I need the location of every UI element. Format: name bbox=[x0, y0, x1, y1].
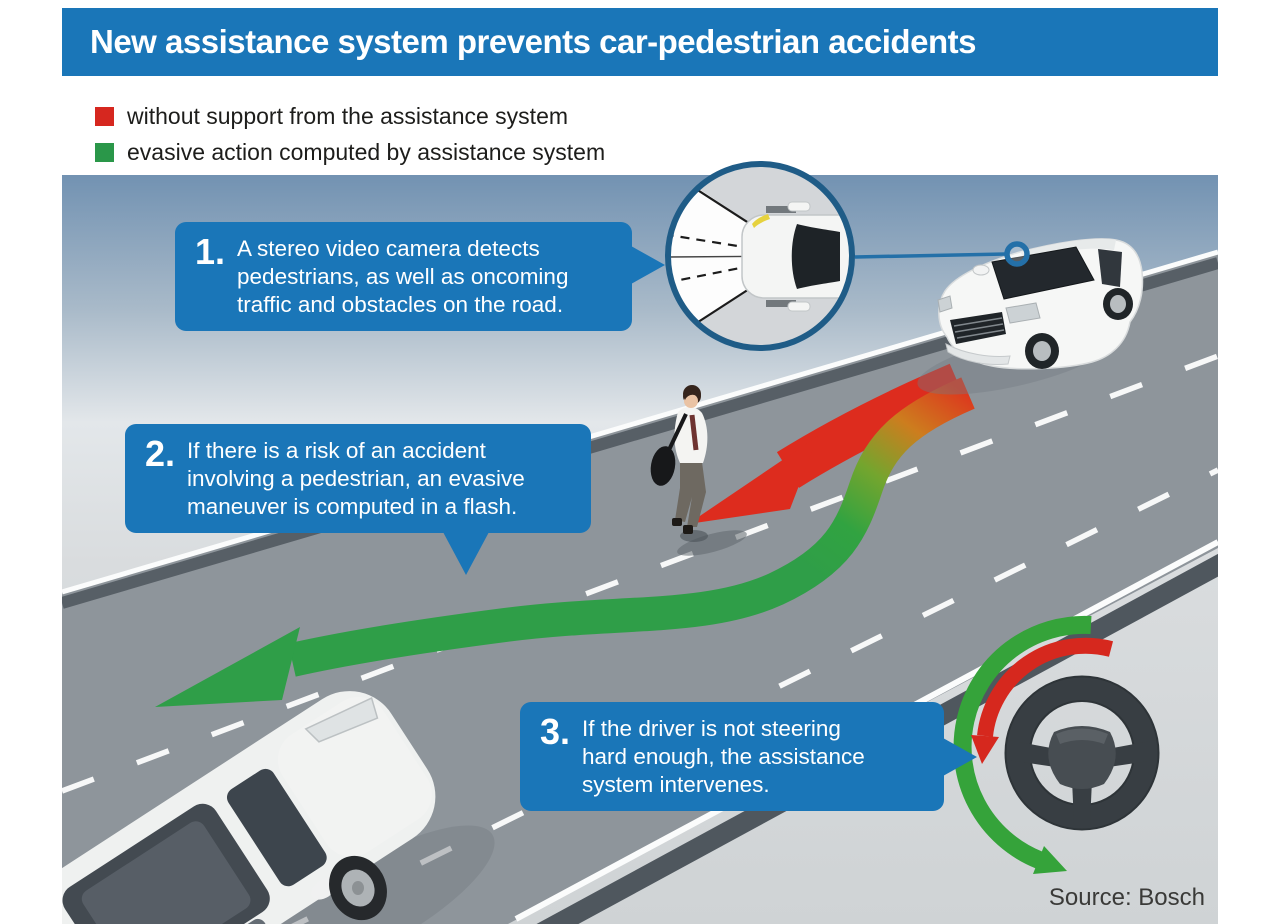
evasive-arrow bbox=[155, 377, 975, 707]
callout-number: 2. bbox=[145, 433, 176, 474]
steering-wheel bbox=[953, 615, 1160, 874]
camera-marker-icon bbox=[1004, 241, 1030, 267]
legend-item-evasive-action: evasive action computed by assistance sy… bbox=[95, 134, 605, 170]
pedestrian bbox=[650, 385, 747, 556]
red-swatch-icon bbox=[95, 106, 114, 126]
inset-car-top-view bbox=[741, 201, 852, 312]
callout-text: If there is a risk of an accident involv… bbox=[187, 438, 525, 519]
callout-step-1: 1. A stereo video camera detects pedestr… bbox=[175, 222, 665, 331]
legend-label: evasive action computed by assistance sy… bbox=[127, 138, 606, 165]
legend: without support from the assistance syst… bbox=[95, 98, 605, 170]
callout-number: 1. bbox=[195, 231, 226, 272]
oncoming-car bbox=[62, 691, 495, 924]
legend-item-without-support: without support from the assistance syst… bbox=[95, 98, 605, 134]
windshield bbox=[991, 246, 1095, 300]
legend-label: without support from the assistance syst… bbox=[127, 102, 569, 129]
callout-pointer bbox=[443, 532, 489, 575]
main-car bbox=[917, 238, 1144, 395]
steering-red-arrow-icon bbox=[977, 637, 1114, 738]
header-bar: New assistance system prevents car-pedes… bbox=[62, 8, 1218, 76]
inset-border bbox=[665, 161, 855, 351]
steering-green-arrow-icon bbox=[953, 615, 1092, 869]
connector-line bbox=[854, 252, 1007, 259]
callout-step-2: 2. If there is a risk of an accident inv… bbox=[125, 424, 591, 575]
callout-number: 3. bbox=[540, 711, 571, 752]
page-title: New assistance system prevents car-pedes… bbox=[90, 23, 976, 60]
callout-step-3: 3. If the driver is not steering hard en… bbox=[520, 702, 977, 811]
callout-pointer bbox=[631, 246, 665, 284]
green-swatch-icon bbox=[95, 142, 114, 162]
callout-text: A stereo video camera detects pedestrian… bbox=[237, 236, 569, 317]
headlight bbox=[1005, 302, 1041, 324]
source-label: Source: Bosch bbox=[1048, 884, 1205, 911]
callout-text: If the driver is not steering hard enoug… bbox=[582, 716, 865, 797]
callout-pointer bbox=[943, 738, 977, 776]
